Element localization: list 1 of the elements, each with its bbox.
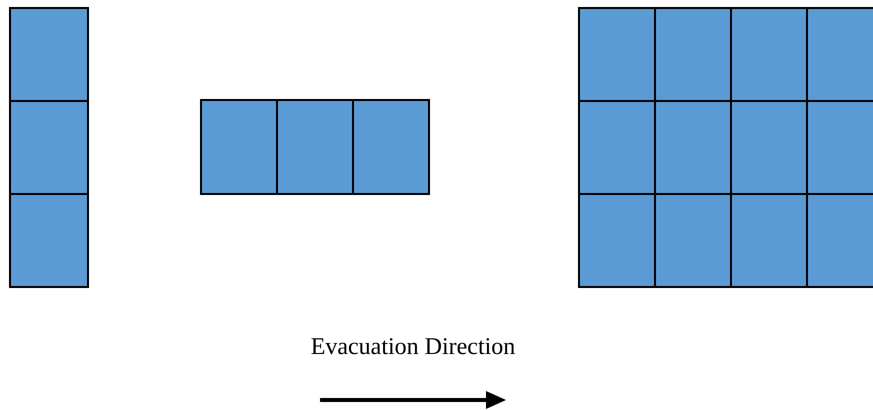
direction-label: Evacuation Direction — [310, 334, 516, 360]
